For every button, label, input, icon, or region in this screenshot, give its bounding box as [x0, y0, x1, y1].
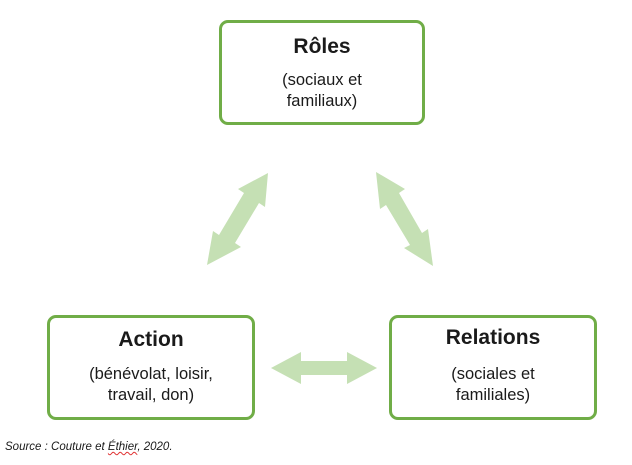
node-roles-subtitle: (sociaux et familiaux): [222, 70, 422, 112]
node-roles-title: Rôles: [293, 35, 351, 58]
arrow-action-roles: [207, 173, 268, 265]
node-relations: Relations (sociales et familiales): [389, 315, 597, 420]
node-relations-subtitle-line2: familiales): [455, 386, 531, 404]
node-action-subtitle-line1: (bénévolat, loisir,: [89, 365, 213, 383]
arrow-roles-relations: [376, 172, 433, 266]
node-relations-subtitle: (sociales et familiales): [392, 364, 594, 406]
node-action: Action (bénévolat, loisir, travail, don): [47, 315, 255, 420]
arrow-action-relations: [271, 352, 377, 384]
node-action-title: Action: [118, 328, 184, 351]
node-roles-subtitle-line2: familiaux): [286, 92, 358, 110]
source-prefix: Source : Couture et: [5, 441, 108, 453]
node-roles-subtitle-line1: (sociaux et: [282, 71, 362, 89]
node-action-subtitle-line2: travail, don): [107, 386, 195, 404]
node-relations-title: Relations: [445, 326, 541, 349]
node-action-subtitle: (bénévolat, loisir, travail, don): [50, 364, 252, 406]
node-relations-subtitle-line1: (sociales et: [451, 365, 535, 383]
source-author2: Éthier: [107, 441, 138, 453]
node-roles: Rôles (sociaux et familiaux): [219, 20, 425, 125]
source-caption: Source : Couture et Éthier, 2020.: [5, 441, 173, 453]
source-suffix: , 2020.: [137, 441, 173, 453]
